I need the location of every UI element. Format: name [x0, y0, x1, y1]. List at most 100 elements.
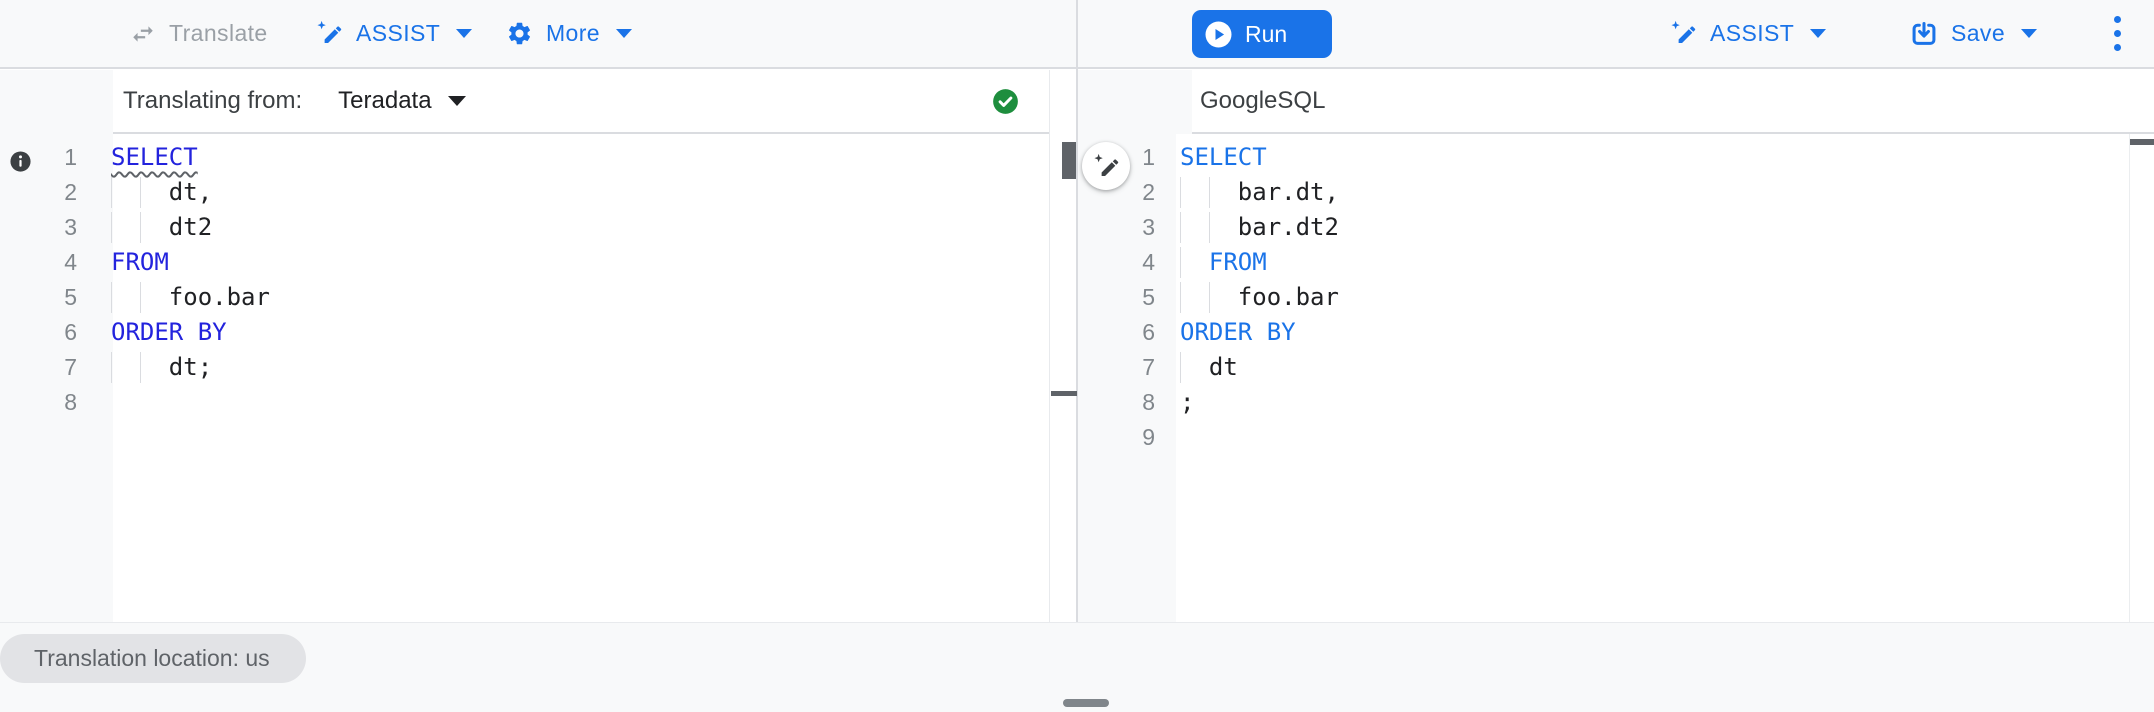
code-line-content[interactable]: bar.dt2: [1176, 210, 2130, 245]
code-token: ORDER BY: [111, 318, 227, 346]
source-dialect-select[interactable]: Teradata: [338, 87, 466, 115]
line-number: 8: [64, 389, 77, 415]
info-circle-icon[interactable]: [9, 150, 32, 173]
code-token: ORDER BY: [1180, 318, 1296, 346]
chevron-down-icon: [447, 96, 466, 106]
right-scrollbar-thumb[interactable]: [2130, 139, 2154, 145]
kebab-dot: [2113, 44, 2121, 51]
code-token: SELECT: [111, 143, 198, 171]
translate-button-label: Translate: [169, 20, 268, 46]
line-number: 6: [64, 319, 77, 345]
code-line: 7 dt: [1078, 350, 2130, 385]
swap-arrows-icon: [130, 21, 156, 47]
indent-guide: [1208, 212, 1210, 243]
line-number: 2: [64, 179, 77, 205]
footer-bar: Translation location: us: [0, 622, 2154, 712]
indent-guide: [139, 177, 141, 208]
code-line-content[interactable]: [1176, 420, 2130, 455]
line-number: 5: [64, 284, 77, 310]
indent-guide: [1180, 212, 1181, 243]
code-line-content[interactable]: dt,: [110, 175, 1049, 210]
line-number: 4: [1142, 249, 1155, 275]
indent-guide: [139, 352, 141, 383]
line-number: 7: [64, 354, 77, 380]
translation-location-text: Translation location: us: [34, 645, 270, 671]
assist-menu-left-label: ASSIST: [356, 20, 441, 46]
kebab-dot: [2113, 30, 2121, 37]
check-circle-icon: [992, 88, 1019, 115]
line-number: 1: [64, 144, 77, 170]
code-line-content[interactable]: SELECT: [1176, 140, 2130, 175]
code-line-content[interactable]: FROM: [1176, 245, 2130, 280]
indent-guide: [1180, 282, 1181, 313]
kebab-dot: [2113, 16, 2121, 23]
overflow-menu-button[interactable]: [2103, 0, 2131, 67]
indent-guide: [111, 282, 112, 313]
code-line: 4 FROM: [1078, 245, 2130, 280]
assist-menu-right[interactable]: ASSIST: [1670, 0, 1827, 67]
code-line-content[interactable]: dt: [1176, 350, 2130, 385]
code-token: ;: [1180, 388, 1195, 416]
assist-menu-right-label: ASSIST: [1710, 20, 1795, 46]
source-dialect-value: Teradata: [338, 87, 432, 114]
code-token: [1180, 248, 1209, 276]
code-line: 5 foo.bar: [0, 280, 1049, 315]
target-dialect-label: GoogleSQL: [1200, 87, 1326, 114]
code-line-content[interactable]: ORDER BY: [1176, 315, 2130, 350]
code-line-content[interactable]: foo.bar: [110, 280, 1049, 315]
save-menu[interactable]: Save: [1910, 0, 2038, 67]
indent-guide: [139, 212, 141, 243]
line-number: 7: [1142, 354, 1155, 380]
code-line-content[interactable]: SELECT: [110, 140, 1049, 175]
code-line-content[interactable]: [110, 385, 1049, 420]
line-number: 6: [1142, 319, 1155, 345]
indent-guide: [111, 177, 112, 208]
chevron-down-icon: [2021, 29, 2038, 38]
code-line-content[interactable]: FROM: [110, 245, 1049, 280]
line-number: 2: [1142, 179, 1155, 205]
translation-location-chip: Translation location: us: [0, 634, 306, 683]
indent-guide: [111, 352, 112, 383]
code-line-content[interactable]: ORDER BY: [110, 315, 1049, 350]
run-button-label: Run: [1245, 20, 1288, 47]
assist-menu-left[interactable]: ASSIST: [316, 0, 473, 67]
panel-divider[interactable]: [1076, 0, 1078, 622]
left-vertical-scrollbar-thumb[interactable]: [1062, 142, 1076, 179]
left-horizontal-scrollbar-thumb[interactable]: [1051, 391, 1077, 396]
indent-guide: [1180, 177, 1181, 208]
right-editor-edge: [2129, 134, 2130, 622]
pen-spark-fab[interactable]: [1082, 142, 1130, 190]
translate-button[interactable]: Translate: [130, 0, 268, 67]
indent-guide: [1180, 247, 1181, 278]
code-line-content[interactable]: bar.dt,: [1176, 175, 2130, 210]
indent-guide: [111, 212, 112, 243]
code-line-content[interactable]: dt2: [110, 210, 1049, 245]
code-token: dt;: [111, 353, 213, 381]
save-arrow-icon: [1910, 20, 1938, 48]
chevron-down-icon: [616, 29, 633, 38]
save-menu-label: Save: [1951, 20, 2006, 46]
code-token: bar.dt2: [1180, 213, 1339, 241]
code-line: 5 foo.bar: [1078, 280, 2130, 315]
target-dialect-header: GoogleSQL: [1192, 70, 2154, 134]
code-line-content[interactable]: ;: [1176, 385, 2130, 420]
line-number: 9: [1142, 424, 1155, 450]
resize-drag-handle[interactable]: [1063, 699, 1109, 707]
pen-spark-icon: [316, 20, 343, 47]
code-line: 6 ORDER BY: [1078, 315, 2130, 350]
code-token: SELECT: [1180, 143, 1267, 171]
code-token: bar.dt,: [1180, 178, 1339, 206]
code-token: dt,: [111, 178, 213, 206]
pen-spark-icon: [1670, 20, 1697, 47]
more-menu[interactable]: More: [506, 0, 633, 67]
code-line-content[interactable]: foo.bar: [1176, 280, 2130, 315]
code-token: foo.bar: [1180, 283, 1339, 311]
code-token: FROM: [111, 248, 169, 276]
line-number: 3: [1142, 214, 1155, 240]
code-line: 8;: [1078, 385, 2130, 420]
run-button[interactable]: Run: [1192, 10, 1332, 58]
code-line: 6 ORDER BY: [0, 315, 1049, 350]
code-line-content[interactable]: dt;: [110, 350, 1049, 385]
